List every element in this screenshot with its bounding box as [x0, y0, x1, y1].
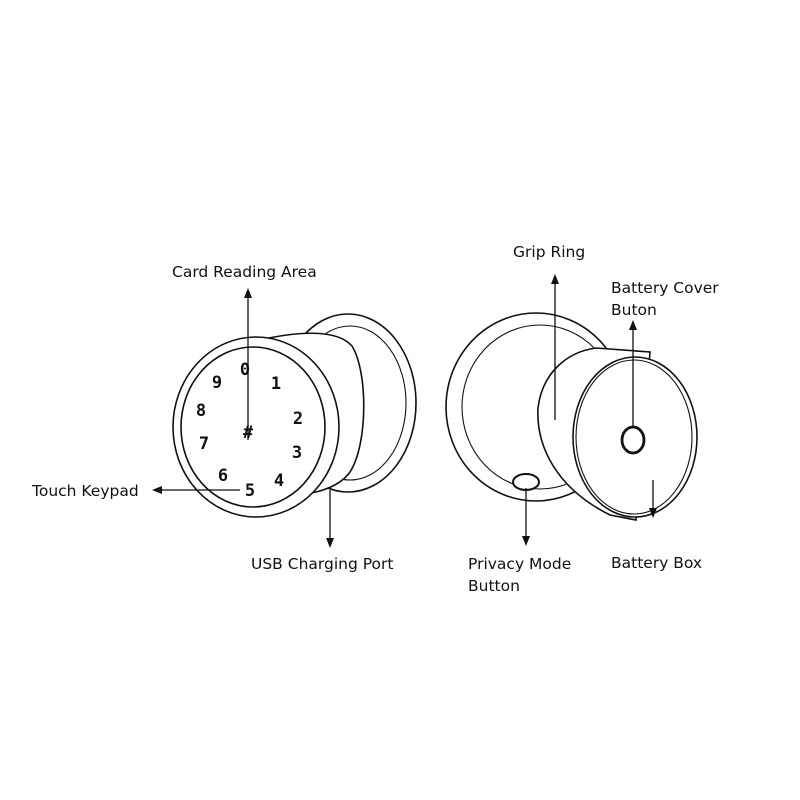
rear-knob	[445, 312, 698, 521]
label-touch-keypad: Touch Keypad	[31, 482, 139, 500]
callout-arrows	[152, 274, 657, 548]
label-card-reading-area: Card Reading Area	[172, 263, 317, 281]
key-3[interactable]: 3	[292, 443, 302, 463]
label-battery-cover-button-line2: Buton	[611, 301, 657, 319]
label-battery-cover-button-line1: Battery Cover	[611, 279, 719, 297]
keypad-face-outer	[172, 336, 340, 518]
arrow-down-icon	[522, 536, 530, 546]
keypad-face-inner	[180, 346, 326, 508]
key-0[interactable]: 0	[240, 360, 250, 380]
battery-cover-button[interactable]	[620, 425, 646, 455]
key-7[interactable]: 7	[199, 434, 209, 454]
arrow-up-icon	[244, 288, 252, 298]
key-1[interactable]: 1	[271, 374, 281, 394]
arrow-left-icon	[152, 486, 162, 494]
arrow-down-icon	[649, 508, 657, 518]
key-8[interactable]: 8	[196, 401, 206, 421]
arrow-up-icon	[551, 274, 559, 284]
arrow-down-icon	[326, 538, 334, 548]
key-6[interactable]: 6	[218, 466, 228, 486]
label-privacy-mode-button-line2: Button	[468, 577, 520, 595]
privacy-mode-button[interactable]	[512, 473, 540, 491]
battery-box-rim	[575, 359, 693, 515]
label-usb-charging-port: USB Charging Port	[251, 555, 393, 573]
key-5[interactable]: 5	[245, 481, 255, 501]
label-battery-box: Battery Box	[611, 554, 702, 572]
label-privacy-mode-button-line1: Privacy Mode	[468, 555, 571, 573]
labels: Card Reading Area Touch Keypad USB Charg…	[31, 243, 719, 595]
arrow-up-icon	[629, 320, 637, 330]
key-2[interactable]: 2	[293, 409, 303, 429]
front-knob	[172, 313, 417, 518]
key-4[interactable]: 4	[274, 471, 284, 491]
key-9[interactable]: 9	[212, 373, 222, 393]
label-grip-ring: Grip Ring	[513, 243, 585, 261]
